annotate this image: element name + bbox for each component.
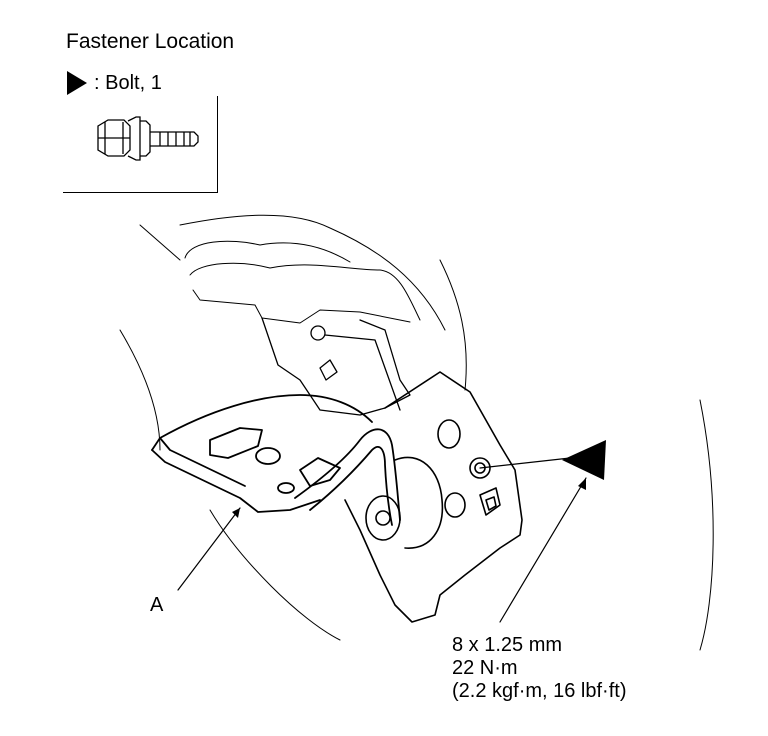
torque-nm: 22 N·m xyxy=(452,657,518,679)
hinge-arm xyxy=(151,394,401,526)
lower-hinge-plate xyxy=(344,371,523,623)
bolt-indicator-icon xyxy=(562,440,606,480)
filled-triangle-icon xyxy=(67,71,87,95)
leader-line-bolt xyxy=(479,457,571,469)
leader-line-a xyxy=(177,507,241,591)
body-outline xyxy=(119,214,714,651)
bolt-legend-box xyxy=(63,96,218,193)
bolt-size: 8 x 1.25 mm xyxy=(452,634,563,656)
arrowhead-a xyxy=(232,508,240,518)
legend-item-label: : Bolt, 1 xyxy=(94,71,162,94)
torque-spec: 8 x 1.25 mm 22 N·m (2.2 kgf·m, 16 lbf·ft… xyxy=(452,634,627,703)
legend-item-bolt: : Bolt, 1 xyxy=(66,70,162,96)
arrowhead-spec xyxy=(578,478,586,490)
hinge-pivot xyxy=(365,456,444,549)
torque-alt-units: (2.2 kgf·m, 16 lbf·ft) xyxy=(452,680,627,702)
leader-line-spec xyxy=(499,477,587,623)
fastener-location-title: Fastener Location xyxy=(66,30,235,53)
upper-hinge-plate xyxy=(261,317,411,416)
bolt-icon xyxy=(97,116,199,161)
part-label-a: A xyxy=(150,594,164,616)
